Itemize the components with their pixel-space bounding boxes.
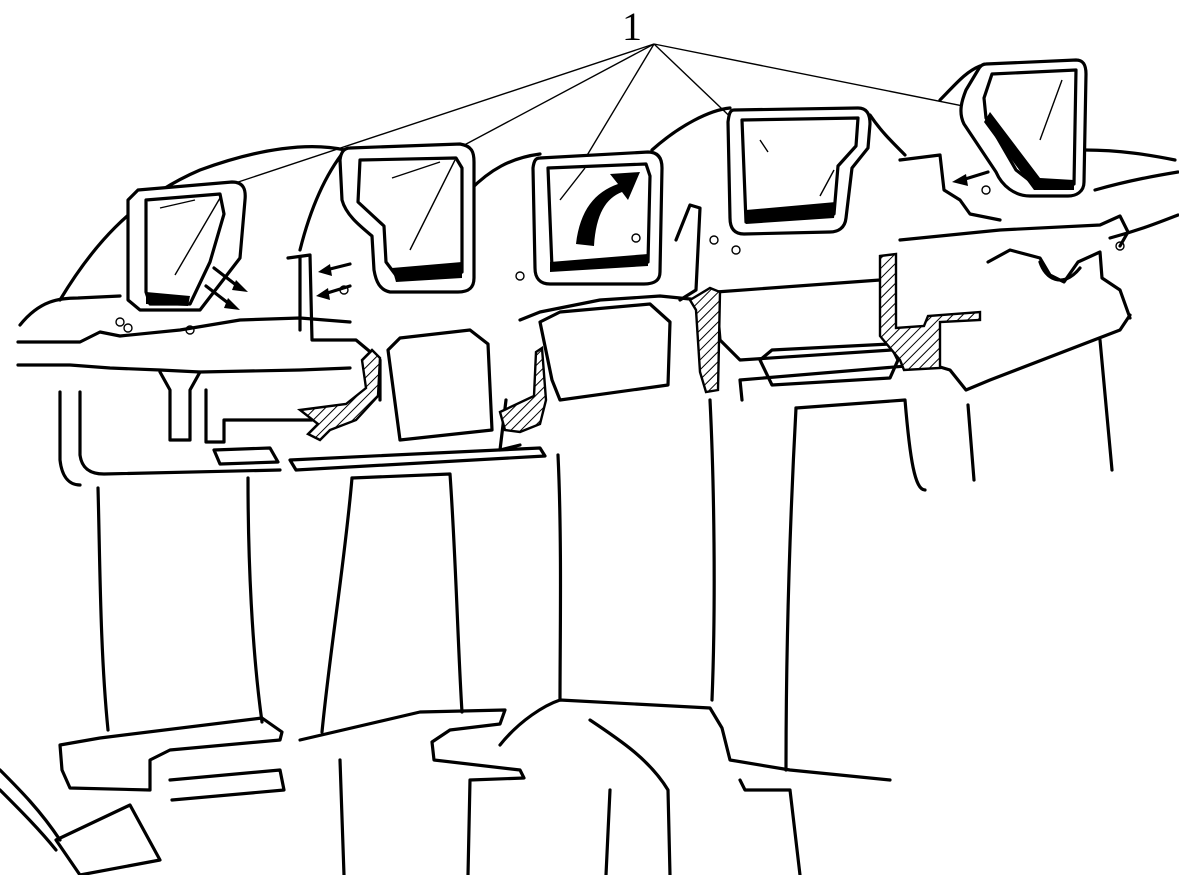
lower-hub	[0, 698, 892, 875]
vane-box-3	[531, 150, 664, 286]
leader-lines	[171, 43, 1019, 205]
outer-casing	[18, 64, 1179, 327]
vane-box-4	[726, 106, 872, 236]
cooling-air-arrows	[115, 170, 1125, 335]
callout-label: 1	[622, 4, 642, 49]
flow-arrow-icon	[576, 172, 640, 246]
rotor-blades	[96, 338, 1114, 772]
vane-box-1	[126, 180, 247, 312]
vane-box-2	[338, 142, 476, 294]
vane-box-5	[959, 58, 1088, 198]
seal-elements	[296, 252, 982, 442]
